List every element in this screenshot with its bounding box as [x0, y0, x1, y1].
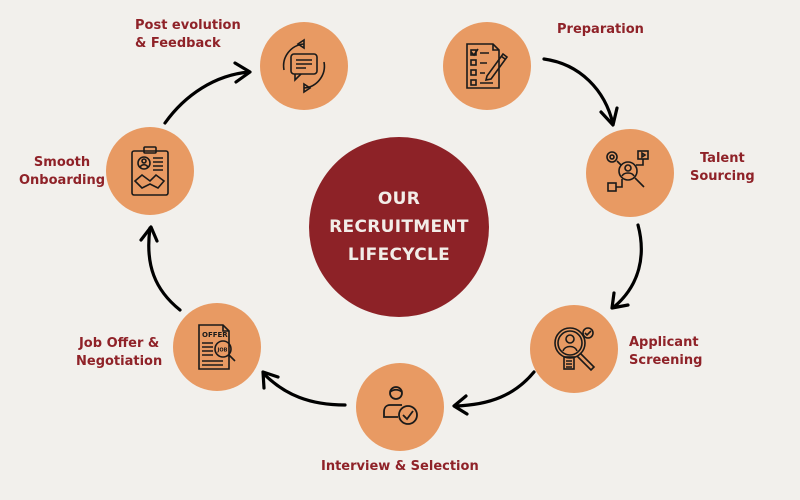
label-line: Smooth: [33, 155, 91, 170]
label-line: Sourcing: [690, 169, 755, 184]
arrow-preparation-to-sourcing: [542, 57, 619, 127]
step-label-applicant-screening: Applicant Screening: [629, 334, 702, 370]
arrow-interview-to-offer: [261, 370, 347, 407]
label-line: Applicant: [629, 335, 699, 350]
label-line: & Feedback: [135, 36, 221, 51]
step-node-interview-selection: [356, 363, 444, 451]
center-title-line-3: LIFECYCLE: [347, 245, 451, 265]
offer-document-icon: OFFER JOB: [198, 324, 236, 370]
label-line: Talent: [699, 151, 745, 166]
label-line: Onboarding: [19, 173, 106, 188]
step-label-interview-selection: Interview & Selection: [321, 458, 479, 476]
step-label-preparation: Preparation: [557, 21, 644, 39]
step-node-smooth-onboarding: [106, 127, 194, 215]
step-node-applicant-screening: [530, 305, 618, 393]
checklist-pencil-icon: [466, 43, 509, 89]
svg-text:JOB: JOB: [217, 348, 228, 354]
label-line: Negotiation: [76, 354, 163, 369]
step-label-talent-sourcing: Talent Sourcing: [690, 150, 755, 186]
center-title-line-1: OUR: [377, 189, 421, 209]
label-line: Preparation: [557, 22, 644, 37]
feedback-cycle-chat-icon: [282, 38, 326, 94]
step-node-talent-sourcing: [586, 129, 674, 217]
arrow-offer-to-onboarding: [139, 225, 182, 312]
step-label-post-evolution-feedback: Post evolution & Feedback: [135, 17, 241, 53]
step-node-preparation: [443, 22, 531, 110]
svg-text:OFFER: OFFER: [202, 331, 228, 339]
clipboard-handshake-icon: [131, 146, 169, 196]
step-node-job-offer-negotiation: OFFER JOB: [173, 303, 261, 391]
center-title-line-2: RECRUITMENT: [329, 217, 469, 237]
applicant-magnifier-check-icon: [554, 327, 596, 372]
arrow-onboarding-to-feedback: [163, 61, 252, 125]
center-title: OUR RECRUITMENT LIFECYCLE: [329, 185, 469, 269]
label-line: Post evolution: [135, 18, 241, 33]
step-node-post-evolution-feedback: [260, 22, 348, 110]
step-label-smooth-onboarding: Smooth Onboarding: [19, 154, 105, 190]
label-line: Screening: [629, 353, 703, 368]
arrow-sourcing-to-screening: [610, 223, 643, 310]
talent-search-network-icon: [606, 150, 649, 192]
step-label-job-offer-negotiation: Job Offer & Negotiation: [76, 335, 162, 371]
user-check-icon: [383, 386, 418, 425]
label-line: Interview & Selection: [321, 459, 479, 474]
label-line: Job Offer &: [78, 336, 160, 351]
arrow-screening-to-interview: [452, 370, 536, 416]
center-title-circle: OUR RECRUITMENT LIFECYCLE: [309, 137, 489, 317]
